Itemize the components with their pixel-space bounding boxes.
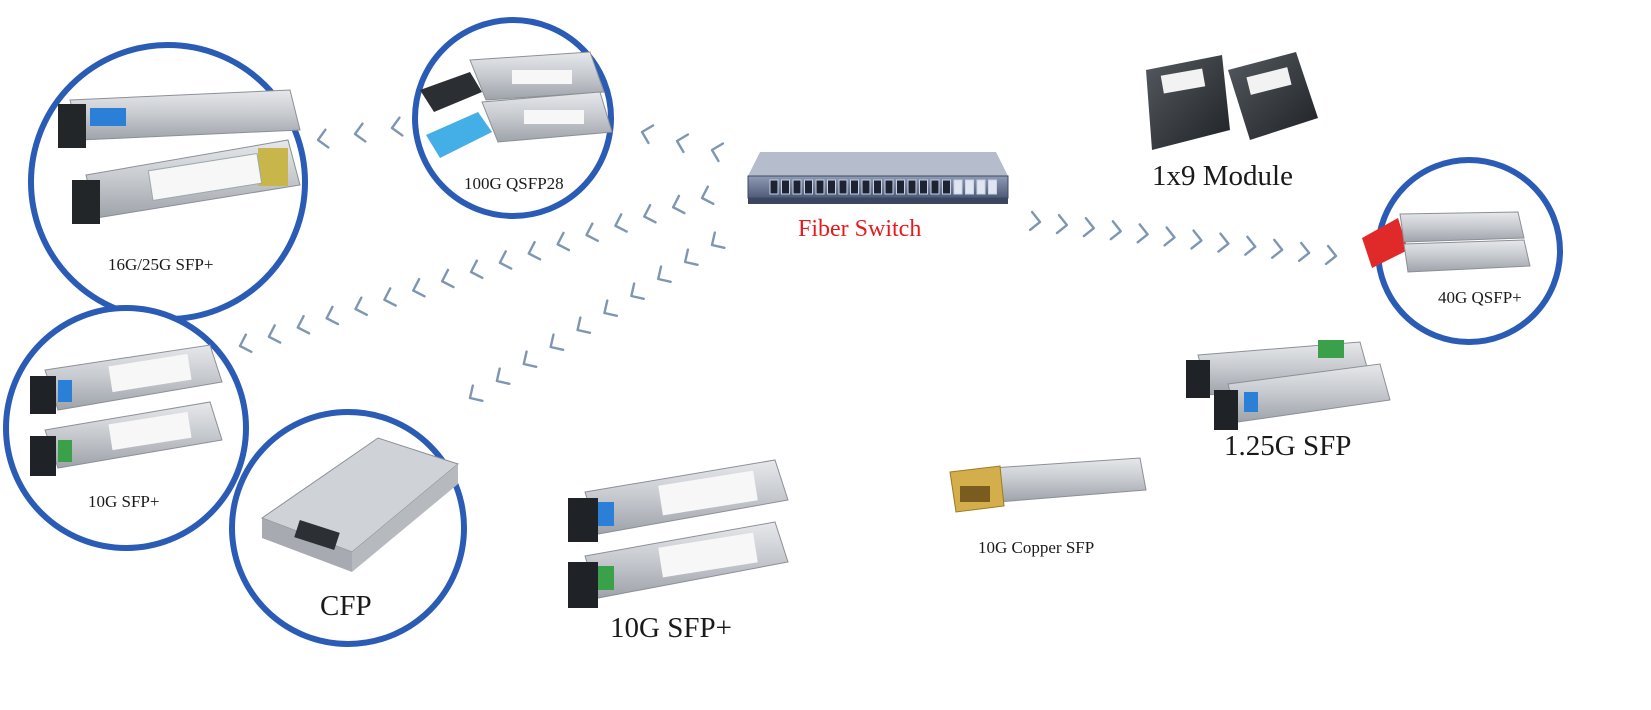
module-label-100g-qsfp28: 100G QSFP28 <box>464 174 564 193</box>
switch-port <box>953 179 963 195</box>
switch-port <box>965 179 974 195</box>
chevron-arrow-icon <box>238 333 253 354</box>
chevron-arrow-icon <box>527 240 542 261</box>
switch-port <box>907 179 917 195</box>
switch-port <box>861 179 871 195</box>
chevron-arrow-icon <box>325 305 340 326</box>
module-label-10g-copper-sfp: 10G Copper SFP <box>978 538 1095 557</box>
chevron-arrow-icon <box>710 231 726 249</box>
chevron-arrow-icon <box>296 314 311 335</box>
chevron-arrow-icon <box>1082 217 1096 238</box>
chevron-arrow-icon <box>495 367 511 385</box>
chevron-arrow-icon <box>671 194 686 215</box>
switch-port <box>976 179 986 195</box>
chevron-arrow-icon <box>440 268 455 289</box>
module-label-1x9-module: 1x9 Module <box>1152 160 1293 192</box>
module-label-40g-qsfp: 40G QSFP+ <box>1438 288 1522 307</box>
switch-port <box>792 179 802 195</box>
chevron-arrow-icon <box>1028 210 1042 232</box>
chevron-arrow-icon <box>585 222 600 243</box>
chevron-arrow-icon <box>353 122 367 143</box>
chevron-arrow-icon <box>354 296 369 317</box>
chevron-arrow-icon <box>412 277 426 298</box>
chevron-arrow-icon <box>603 299 619 317</box>
switch-port <box>942 179 951 195</box>
chevron-arrow-icon <box>657 265 672 283</box>
chevron-arrow-icon <box>522 350 538 368</box>
switch-port <box>988 179 997 195</box>
chevron-arrow-icon <box>630 282 645 300</box>
chevron-arrow-icon <box>710 142 725 163</box>
module-label-cfp: CFP <box>320 590 372 622</box>
chevron-arrow-icon <box>1190 229 1203 250</box>
chevron-arrow-icon <box>1244 235 1257 256</box>
switch-port <box>815 179 825 195</box>
chevron-arrow-icon <box>267 324 282 344</box>
module-label-16g-25g-sfp: 16G/25G SFP+ <box>108 255 214 274</box>
chevron-arrow-icon <box>468 384 484 402</box>
switch-port <box>838 179 848 195</box>
chevron-arrow-icon <box>1324 244 1338 266</box>
switch-ports <box>769 179 997 195</box>
chevron-arrow-icon <box>643 203 657 224</box>
module-label-10g-sfp-bottom: 10G SFP+ <box>610 612 732 644</box>
chevron-arrow-icon <box>390 116 404 137</box>
qsfp-40g-illustration <box>1362 211 1531 273</box>
copper-sfp-illustration <box>949 457 1147 513</box>
sfp-10g-left-illustration <box>30 344 223 476</box>
chevron-arrow-icon <box>683 248 699 266</box>
chevron-arrow-icon <box>700 185 715 206</box>
chevron-arrow-icon <box>316 128 330 149</box>
switch-port <box>827 179 836 195</box>
chevron-arrow-icon <box>469 259 484 280</box>
cfp-illustration <box>260 437 460 572</box>
module-label-1-25g-sfp: 1.25G SFP <box>1224 430 1352 462</box>
fiber-switch-title: Fiber Switch <box>798 216 922 242</box>
connection-arrows <box>238 116 1338 402</box>
chevron-arrow-icon <box>498 250 513 270</box>
switch-port <box>804 179 813 195</box>
module-label-10g-sfp-left: 10G SFP+ <box>88 492 160 511</box>
switch-port <box>850 179 859 195</box>
chevron-arrow-icon <box>549 333 565 351</box>
1x9-module-illustration <box>1146 52 1318 150</box>
sfp-10g-bottom-illustration <box>568 459 789 608</box>
qsfp28-illustration <box>420 51 613 158</box>
chevron-arrow-icon <box>383 287 397 307</box>
chevron-arrow-icon <box>1297 241 1311 263</box>
switch-port <box>919 179 928 195</box>
chevron-arrow-icon <box>1109 220 1122 241</box>
chevron-arrow-icon <box>576 316 592 334</box>
chevron-arrow-icon <box>675 133 690 154</box>
sfp-16g-25g-illustration <box>58 89 301 224</box>
chevron-arrow-icon <box>1136 223 1149 244</box>
chevron-arrow-icon <box>614 213 628 233</box>
chevron-arrow-icon <box>1271 238 1284 259</box>
chevron-arrow-icon <box>640 124 655 145</box>
chevron-arrow-icon <box>556 231 571 252</box>
switch-port <box>873 179 882 195</box>
chevron-arrow-icon <box>1055 213 1069 235</box>
switch-port <box>896 179 905 195</box>
chevron-arrow-icon <box>1217 232 1230 253</box>
switch-port <box>781 179 790 195</box>
switch-port <box>884 179 894 195</box>
sfp-1-25g-illustration <box>1186 340 1391 430</box>
switch-port <box>930 179 940 195</box>
chevron-arrow-icon <box>1163 226 1176 247</box>
fiber-switch-illustration <box>747 152 1009 204</box>
switch-port <box>769 179 779 195</box>
